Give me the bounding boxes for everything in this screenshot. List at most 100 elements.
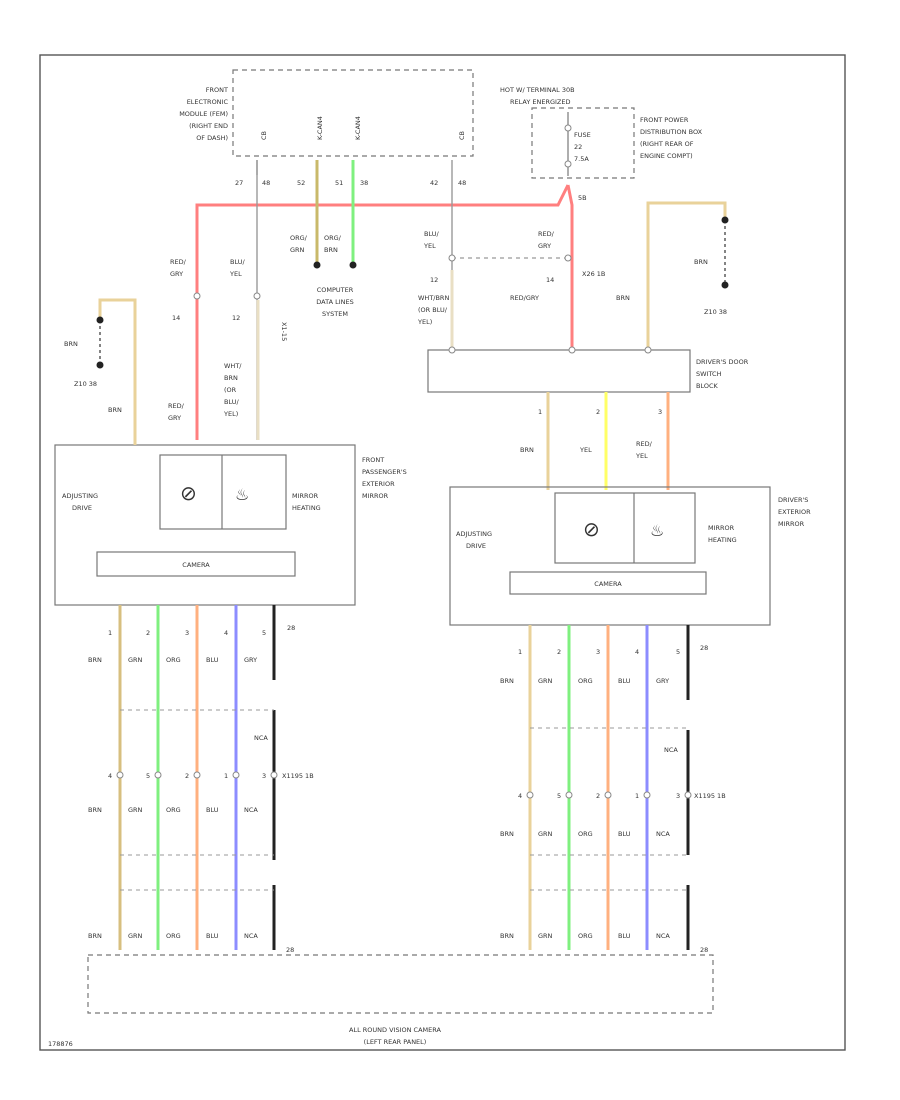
left-blu-connector xyxy=(253,292,261,300)
left-heat-label-2: HEATING xyxy=(292,504,321,512)
left-ground-dot-bottom xyxy=(96,361,104,369)
fem-pin-name-1: CB xyxy=(260,131,268,140)
left-blu-label-2: YEL xyxy=(229,270,242,278)
fem-module: FRONT ELECTRONIC MODULE (FEM) (RIGHT END… xyxy=(179,69,474,187)
switch-label-2: SWITCH xyxy=(696,370,722,378)
right-bottom-label-2: GRN xyxy=(538,932,553,940)
fem-pin-52: 52 xyxy=(297,179,305,187)
left-bottom-label-4: BLU xyxy=(206,932,219,940)
right-wht-label-3: YEL) xyxy=(417,318,432,326)
left-red-connector xyxy=(193,292,201,300)
left-pin-blu: 12 xyxy=(232,314,240,322)
bottom-pin-extra-right: 28 xyxy=(700,946,708,954)
fem-pin-name-3: K-CAN4 xyxy=(354,116,362,140)
fem-label-line-2: ELECTRONIC xyxy=(187,98,229,106)
right-nca-label: NCA xyxy=(664,746,678,754)
right-splice-pin-5: 3 xyxy=(676,792,680,800)
left-mirror-label-4: MIRROR xyxy=(362,492,389,500)
left-top-label-2: GRN xyxy=(128,656,143,664)
right-bottom-label-1: BRN xyxy=(500,932,514,940)
right-adjust-label-1: ADJUSTING xyxy=(456,530,492,538)
diagram-frame xyxy=(39,54,846,1051)
switch-pin-2: 2 xyxy=(596,408,600,416)
driver-switch-block: DRIVER'S DOOR SWITCH BLOCK 1 2 3 BRN YEL… xyxy=(427,346,749,490)
right-pin-extra: 28 xyxy=(700,644,708,652)
fem-pin-38: 38 xyxy=(360,179,368,187)
bottom-module-label-2: (LEFT REAR PANEL) xyxy=(364,1038,427,1046)
bottom-module-label-1: ALL ROUND VISION CAMERA xyxy=(349,1026,441,1034)
right-pin-1: 1 xyxy=(518,648,522,656)
switch-label-3: BLOCK xyxy=(696,382,719,390)
left-red-label-1: RED/ xyxy=(170,258,187,266)
power-distribution: HOT W/ TERMINAL 30B RELAY ENERGIZED FUSE… xyxy=(500,86,703,202)
top-labels: ORG/ GRN ORG/ BRN COMPUTER DATA LINES SY… xyxy=(64,230,727,422)
right-splice-pin-2: 5 xyxy=(557,792,561,800)
right-top-label-4: BLU xyxy=(618,677,631,685)
left-splice-pin-1: 4 xyxy=(108,772,112,780)
right-wht-label-1: WHT/BRN xyxy=(418,294,449,302)
left-bottom-label-3: ORG xyxy=(166,932,181,940)
can-label-1: ORG/ xyxy=(290,234,308,242)
right-ground-id: Z10 38 xyxy=(704,308,727,316)
left-wht-label-4: BLU/ xyxy=(224,398,240,406)
left-blu-label-1: BLU/ xyxy=(230,258,246,266)
right-blu-label-1: BLU/ xyxy=(424,230,440,238)
left-adjust-label-1: ADJUSTING xyxy=(62,492,98,500)
fem-pin-27: 27 xyxy=(235,179,243,187)
right-connector-id: X26 1B xyxy=(582,270,605,278)
left-splice-pin-4: 1 xyxy=(224,772,228,780)
left-lower-label-2: GRN xyxy=(128,806,143,814)
left-splice-pin-5: 3 xyxy=(262,772,266,780)
dist-label-line-1: FRONT POWER xyxy=(640,116,689,124)
left-red-label-2: GRY xyxy=(170,270,183,278)
right-top-label-5: GRY xyxy=(656,677,669,685)
fem-pin-42: 42 xyxy=(430,179,438,187)
right-ground-dot-top xyxy=(721,216,729,224)
left-pin-2: 2 xyxy=(146,629,150,637)
right-bottom-label-4: BLU xyxy=(618,932,631,940)
left-harness: 1 2 3 4 5 28 BRN GRN ORG BLU GRY 4 5 2 1… xyxy=(88,605,314,950)
dist-label-line-2: DISTRIBUTION BOX xyxy=(640,128,703,136)
left-wht-label-1: WHT/ xyxy=(224,362,242,370)
left-pin-red: 14 xyxy=(172,314,180,322)
switch-wire-label-4: YEL xyxy=(635,452,648,460)
left-connector-id: X1-15 xyxy=(280,322,288,341)
fuse-label-line-1: FUSE xyxy=(574,131,591,139)
fem-pin-51: 51 xyxy=(335,179,343,187)
left-pin-5: 5 xyxy=(262,629,266,637)
left-splice-pin-3: 2 xyxy=(185,772,189,780)
right-mirror-label-1: DRIVER'S xyxy=(778,496,808,504)
left-pin-3: 3 xyxy=(185,629,189,637)
right-lower-label-5: NCA xyxy=(656,830,670,838)
right-pin-red: 14 xyxy=(546,276,554,284)
left-adjust-label-2: DRIVE xyxy=(72,504,92,512)
fuse-label-line-2: 22 xyxy=(574,143,582,151)
left-wht-label-3: (OR xyxy=(224,386,237,394)
computer-data-label-1: COMPUTER xyxy=(317,286,354,294)
right-camera-label: CAMERA xyxy=(594,580,622,588)
left-ground-dot-top xyxy=(96,316,104,324)
left-splice-pin-2: 5 xyxy=(146,772,150,780)
fem-pin-name-2: K-CAN4 xyxy=(316,116,324,140)
left-lower-label-1: BRN xyxy=(88,806,102,814)
brown-wire-left-ground xyxy=(98,298,137,440)
right-lower-label-2: GRN xyxy=(538,830,553,838)
right-lower-label-1: BRN xyxy=(500,830,514,838)
dist-label-line-3: (RIGHT REAR OF xyxy=(640,140,694,148)
right-pin-5: 5 xyxy=(676,648,680,656)
dist-label-line-4: ENGINE COMPT) xyxy=(640,152,693,160)
red-wire-right xyxy=(566,184,574,350)
switch-pin-1: 1 xyxy=(538,408,542,416)
left-bottom-label-5: NCA xyxy=(244,932,258,940)
right-splice-pin-4: 1 xyxy=(635,792,639,800)
left-nca-label: NCA xyxy=(254,734,268,742)
right-top-label-3: ORG xyxy=(578,677,593,685)
left-brn-label: BRN xyxy=(108,406,122,414)
switch-pin-3: 3 xyxy=(658,408,662,416)
right-red-label2: RED/GRY xyxy=(510,294,539,302)
right-motor-icon: ⊘ xyxy=(583,517,600,541)
fuse-label-line-3: 7.5A xyxy=(574,155,589,163)
footer-ref: 178876 xyxy=(48,1040,73,1048)
right-pin-2: 2 xyxy=(557,648,561,656)
left-wht-label-2: BRN xyxy=(224,374,238,382)
